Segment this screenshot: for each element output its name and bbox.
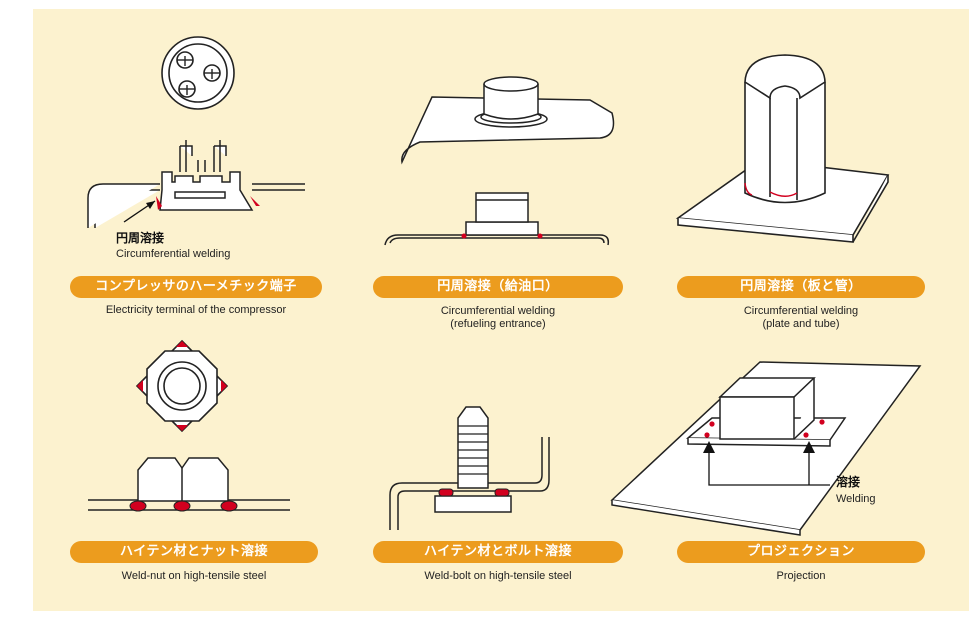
caption-line: Electricity terminal of the compressor (105, 304, 287, 316)
caption-hermetic-terminal: Electricity terminal of the compressor (60, 304, 332, 317)
weld-label-en: Circumferential welding (116, 248, 230, 260)
title-pill-plate-and-tube: 円周溶接（板と管） (677, 276, 925, 298)
caption-weld-bolt: Weld-bolt on high-tensile steel (370, 570, 626, 583)
caption-refueling-entrance: Circumferential welding (refueling entra… (370, 305, 626, 331)
title-pill-hermetic-terminal: コンプレッサのハーメチック端子 (70, 276, 322, 298)
weld-label-jp: 円周溶接 (116, 230, 164, 245)
caption-line: (refueling entrance) (450, 318, 546, 330)
caption-projection: Projection (673, 570, 929, 583)
projection-label-jp: 溶接 (836, 474, 860, 489)
title-pill-weld-nut: ハイテン材とナット溶接 (70, 541, 318, 563)
caption-line: Weld-bolt on high-tensile steel (424, 570, 572, 582)
caption-line: Circumferential welding (743, 305, 859, 317)
caption-line: Circumferential welding (440, 305, 556, 317)
caption-line: Projection (776, 570, 826, 582)
title-pill-weld-bolt: ハイテン材とボルト溶接 (373, 541, 623, 563)
caption-line: (plate and tube) (762, 318, 840, 330)
title-pill-refueling-entrance: 円周溶接（給油口） (373, 276, 623, 298)
caption-weld-nut: Weld-nut on high-tensile steel (60, 570, 328, 583)
caption-line: Weld-nut on high-tensile steel (121, 570, 267, 582)
projection-label-en: Welding (836, 493, 876, 505)
caption-plate-and-tube: Circumferential welding (plate and tube) (673, 305, 929, 331)
title-pill-projection: プロジェクション (677, 541, 925, 563)
